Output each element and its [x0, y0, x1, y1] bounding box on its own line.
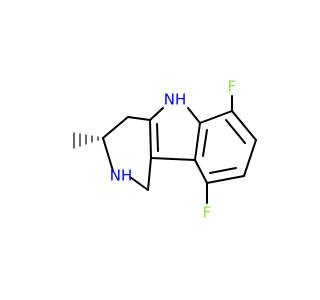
- bond-c9b-c4a: [149, 119, 152, 159]
- bond-c7-c8: [243, 139, 257, 177]
- bonds: [73, 95, 257, 204]
- molecule-canvas: NH NH F F: [73, 77, 257, 222]
- bond-n-c1: [129, 176, 149, 191]
- bond-c1-c9b: [147, 157, 152, 191]
- bond-c8-c9: [206, 175, 245, 184]
- bond-c7-c7-inner: [225, 119, 246, 144]
- bond-c3-c2n: [102, 137, 114, 172]
- bond-c8-c9-inner: [209, 167, 237, 174]
- bond-c5a-c6: [199, 110, 233, 124]
- bond-c9-c9a: [194, 159, 208, 184]
- bond-n5-c5a: [187, 107, 201, 124]
- nh-indole-label: NH: [164, 91, 187, 109]
- bond-c6-c7: [231, 110, 257, 141]
- bond-c5a-c9a-inner: [202, 129, 208, 157]
- bond-c4-c3: [102, 116, 129, 139]
- bond-c9a-c9b: [150, 157, 196, 161]
- structure-diagram: NH NH F F: [73, 78, 257, 222]
- bond-c9b-c4a-double: [156, 123, 159, 152]
- bond-c5a-c9a: [194, 122, 201, 161]
- f-top-label: F: [228, 78, 237, 96]
- bond-c4a-c4: [127, 116, 151, 121]
- methyl-hashed-wedge: [73, 132, 99, 149]
- atom-labels: NH NH F F: [110, 78, 237, 222]
- bond-c4a-n5: [149, 107, 164, 121]
- nh-ring-label: NH: [110, 167, 133, 185]
- f-bottom-label: F: [203, 204, 212, 222]
